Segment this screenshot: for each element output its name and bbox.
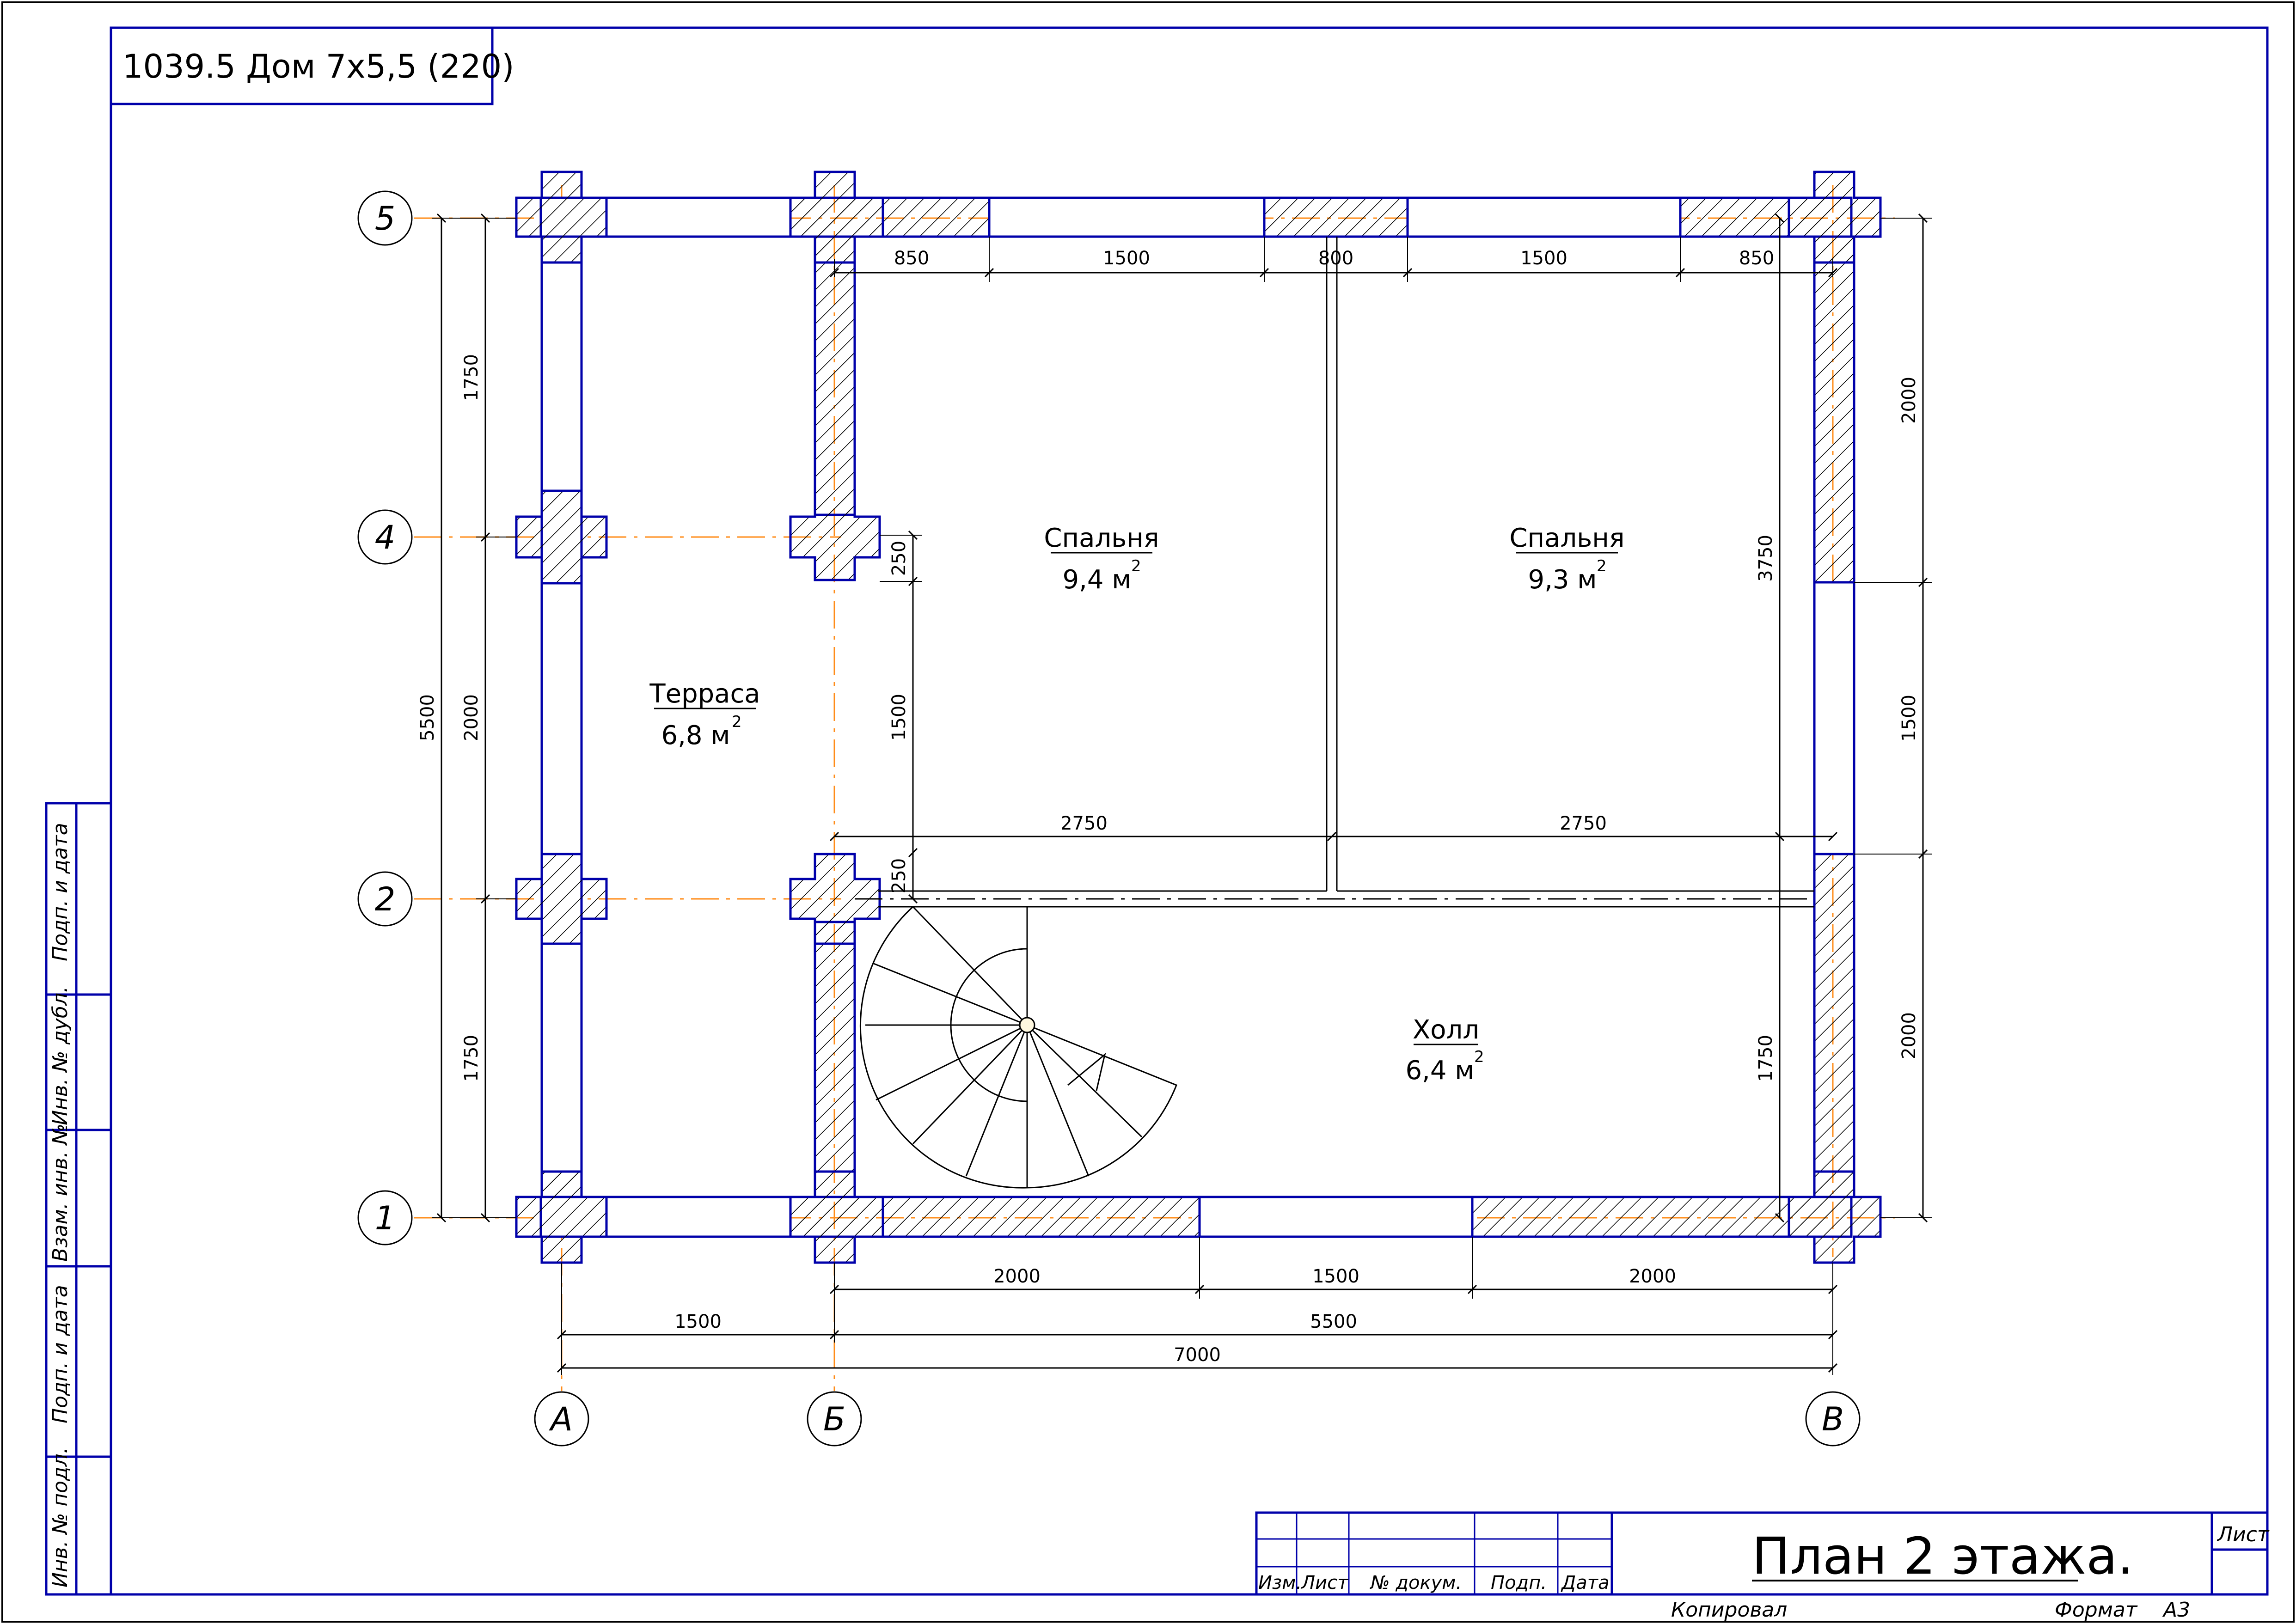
axis-label-v: В xyxy=(1822,1400,1844,1438)
dim-bottom-2: 1500 xyxy=(1312,1266,1359,1287)
dim-inner-250-top: 250 xyxy=(888,541,910,576)
room-terrace: Терраса 6,8 м 2 xyxy=(649,679,760,751)
title-box xyxy=(110,26,494,105)
format-value: А3 xyxy=(2162,1598,2190,1622)
room-bedroom-2: Спальня 9,3 м 2 xyxy=(1509,523,1624,595)
spiral-staircase xyxy=(859,906,1177,1189)
dim-left-3: 1750 xyxy=(461,1035,482,1082)
dim-inner-3750: 3750 xyxy=(1755,535,1776,582)
stamp-label-2: Инв. № дубл. xyxy=(49,986,72,1125)
dim-bottom-total: 7000 xyxy=(1174,1344,1221,1366)
partitions xyxy=(855,237,1814,908)
room-area-sup: 2 xyxy=(732,713,742,731)
drawing-title: План 2 этажа. xyxy=(1752,1526,2134,1586)
dim-right-3: 2000 xyxy=(1898,1012,1920,1059)
dim-right-2: 1500 xyxy=(1898,695,1920,742)
dim-left-1: 1750 xyxy=(461,354,482,401)
axis-label-1: 1 xyxy=(375,1199,396,1237)
dim-bottom-5: 5500 xyxy=(1310,1311,1357,1332)
room-area: 9,3 м xyxy=(1528,565,1597,595)
extension-lines xyxy=(432,218,1932,1375)
room-area-sup: 2 xyxy=(1474,1048,1484,1066)
dim-inner-2750-right: 2750 xyxy=(1560,813,1607,834)
stamp-label-4: Подп. и дата xyxy=(49,1285,72,1423)
dim-top-3: 800 xyxy=(1318,248,1353,269)
room-area-sup: 2 xyxy=(1131,557,1141,575)
room-area: 6,4 м xyxy=(1405,1056,1474,1086)
axis-label-b: Б xyxy=(823,1400,845,1438)
dim-bottom-4: 1500 xyxy=(674,1311,722,1332)
wall-joints xyxy=(515,171,1882,1264)
side-stamp: Подп. и дата Инв. № дубл. Взам. инв. № П… xyxy=(45,802,112,1596)
copied-label: Копировал xyxy=(1671,1598,1787,1622)
room-bedroom-1: Спальня 9,4 м 2 xyxy=(1044,523,1159,595)
dim-top-2: 1500 xyxy=(1103,248,1150,269)
dim-top-5: 850 xyxy=(1739,248,1774,269)
title-block: Изм. Лист № докум. Подп. Дата План 2 эта… xyxy=(1255,1511,2270,1622)
dim-inner-1750: 1750 xyxy=(1755,1035,1776,1082)
axis-label-4: 4 xyxy=(375,519,396,556)
axis-label-5: 5 xyxy=(375,200,396,238)
dim-inner-2750-left: 2750 xyxy=(1060,813,1108,834)
tb-col-list: Лист xyxy=(1300,1572,1349,1593)
dim-left-2: 2000 xyxy=(461,694,482,741)
stamp-label-3: Взам. инв. № xyxy=(49,1123,72,1262)
tb-col-sign: Подп. xyxy=(1491,1572,1547,1593)
title-box-text: 1039.5 Дом 7х5,5 (220) xyxy=(122,48,514,85)
dim-bottom-3: 2000 xyxy=(1629,1266,1676,1287)
dim-left-total: 5500 xyxy=(417,694,438,741)
room-area-sup: 2 xyxy=(1597,557,1607,575)
room-name: Спальня xyxy=(1509,523,1624,553)
axis-label-a: А xyxy=(549,1400,573,1438)
tb-col-izm: Изм. xyxy=(1258,1572,1302,1593)
stamp-label-1: Подп. и дата xyxy=(49,823,72,961)
room-area: 9,4 м xyxy=(1062,565,1131,595)
dimension-lines xyxy=(441,218,1923,1368)
room-area: 6,8 м xyxy=(661,720,730,751)
sheet-label: Лист xyxy=(2216,1523,2270,1546)
axis-bubbles xyxy=(357,190,1861,1447)
dim-inner-250-bot: 250 xyxy=(888,858,910,893)
room-name: Терраса xyxy=(649,679,760,709)
dim-top-4: 1500 xyxy=(1520,248,1567,269)
dim-top-1: 850 xyxy=(894,248,929,269)
tb-col-date: Дата xyxy=(1561,1572,1610,1593)
room-name: Спальня xyxy=(1044,523,1159,553)
tb-col-doc: № докум. xyxy=(1370,1572,1462,1593)
axis-label-2: 2 xyxy=(375,880,396,918)
format-label: Формат xyxy=(2055,1598,2138,1622)
room-name: Холл xyxy=(1413,1015,1479,1045)
dim-inner-1500: 1500 xyxy=(888,694,910,741)
stamp-label-5: Инв. № подл. xyxy=(49,1447,72,1587)
room-hall: Холл 6,4 м 2 xyxy=(1405,1015,1484,1086)
dim-bottom-1: 2000 xyxy=(993,1266,1041,1287)
dim-right-1: 2000 xyxy=(1898,377,1920,424)
